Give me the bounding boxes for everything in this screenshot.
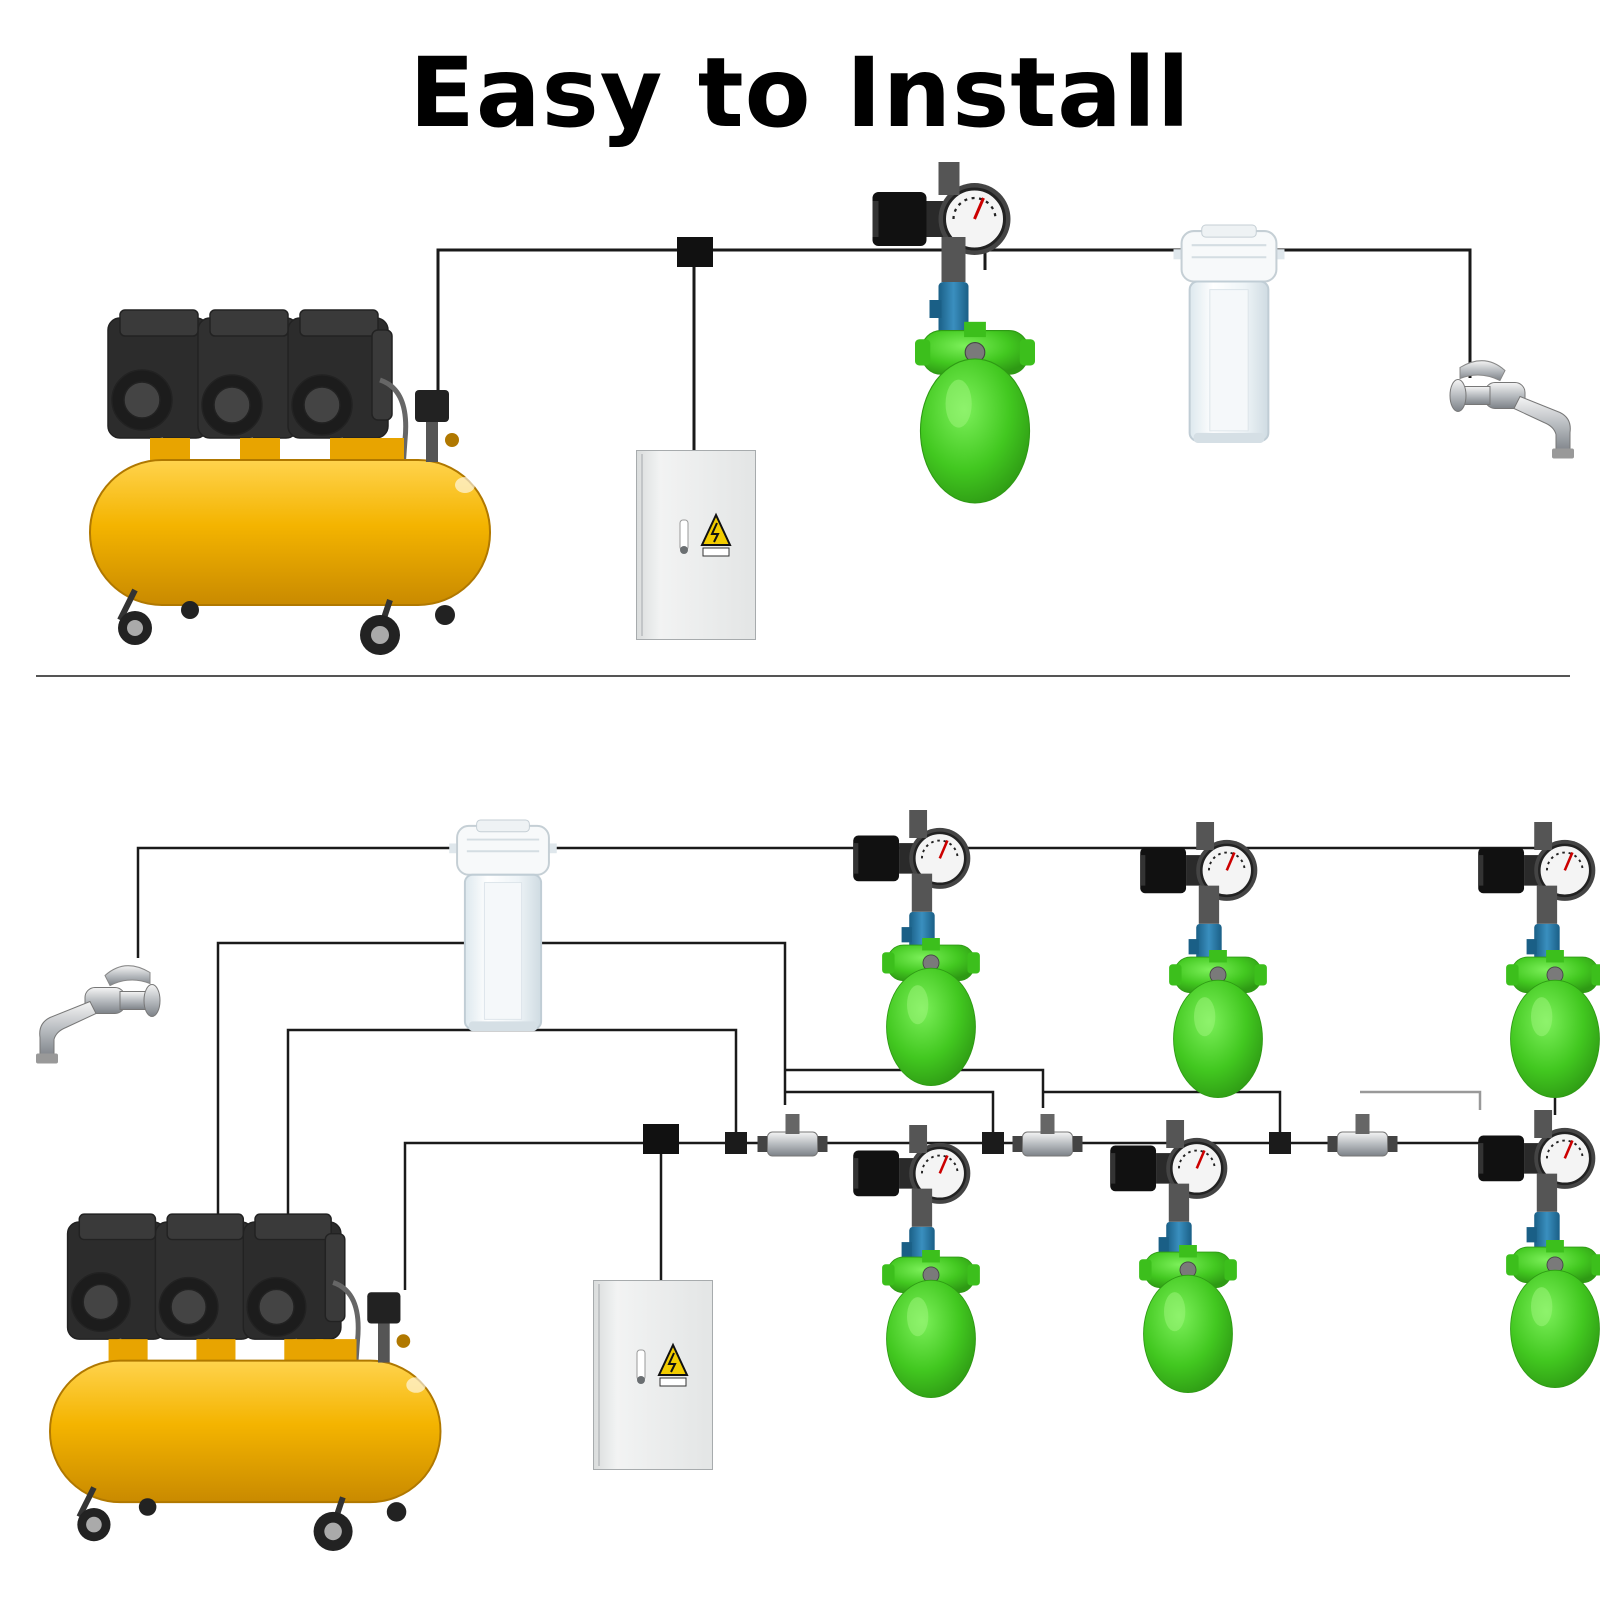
pressure-regulator-icon: [1138, 820, 1259, 971]
atomizing-nozzle-icon: [1505, 1239, 1600, 1389]
pipe-tee-icon: [982, 1132, 1004, 1154]
pressure-regulator-icon: [851, 808, 972, 959]
air-compressor-icon: [90, 310, 490, 655]
atomizing-nozzle-icon: [1168, 949, 1268, 1099]
pipe-tee-icon: [725, 1132, 747, 1154]
junction-block-icon: [643, 1124, 679, 1154]
atomizing-nozzle-icon: [1138, 1244, 1238, 1394]
atomizing-nozzle-icon: [881, 937, 981, 1087]
water-filter-icon: [448, 818, 558, 1033]
section-multi-nozzle: [35, 808, 1600, 1551]
pipe-tee-icon: [1326, 1113, 1399, 1157]
water-filter-icon: [1172, 223, 1286, 444]
pipe-tee-icon: [756, 1113, 829, 1157]
water-tap-icon: [35, 965, 161, 1065]
pressure-regulator-icon: [1476, 1108, 1597, 1259]
atomizing-nozzle-icon: [914, 321, 1036, 504]
junction-block-icon: [677, 237, 713, 267]
pressure-regulator-icon: [1476, 820, 1597, 971]
pressure-regulator-icon: [851, 1123, 972, 1274]
atomizing-nozzle-icon: [1505, 949, 1600, 1099]
water-tap-icon: [1449, 360, 1575, 460]
pipes-bottom: [136, 846, 1557, 1290]
section-single-nozzle: [90, 160, 1575, 655]
page-title: Easy to Install: [409, 37, 1191, 149]
atomizing-nozzle-icon: [881, 1249, 981, 1399]
control-box-icon: [593, 1280, 713, 1470]
pipe-tee-icon: [1269, 1132, 1291, 1154]
control-box-icon: [636, 450, 756, 640]
pipe-tee-icon: [1011, 1113, 1084, 1157]
air-compressor-icon: [50, 1214, 440, 1551]
